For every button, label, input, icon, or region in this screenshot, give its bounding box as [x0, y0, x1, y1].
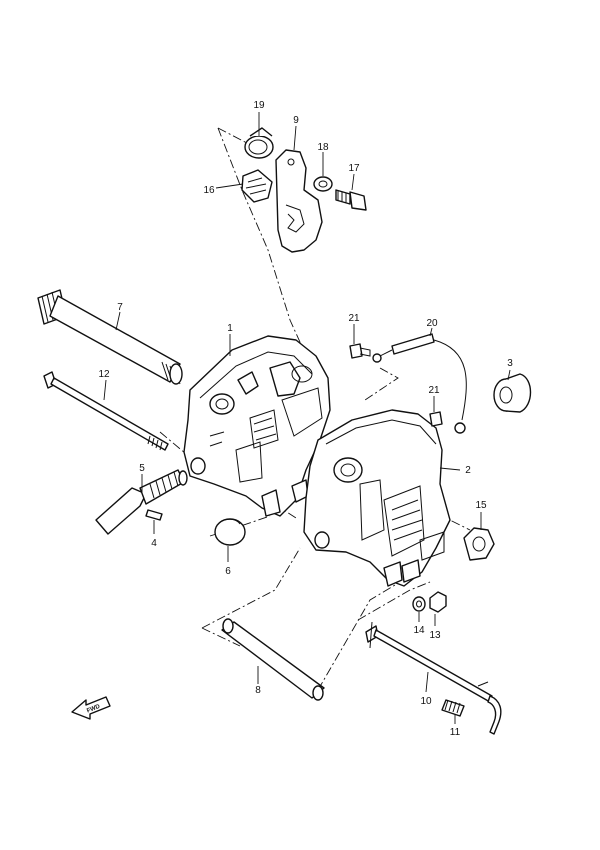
callout-19: 19 [253, 100, 265, 111]
callout-labels: 19 9 18 17 16 7 1 21 20 3 12 21 2 5 15 4… [98, 100, 513, 738]
callout-9: 9 [293, 115, 299, 126]
part-7-tilt-bolt [37, 289, 183, 385]
part-21a-screw [349, 343, 371, 359]
callout-17: 17 [348, 163, 360, 174]
part-8-rod [221, 618, 325, 701]
callout-3: 3 [507, 358, 513, 369]
callout-16: 16 [203, 185, 215, 196]
part-13-nut [429, 591, 447, 613]
part-17-screw [335, 189, 367, 211]
callout-15: 15 [475, 500, 487, 511]
part-18-washer [313, 176, 333, 192]
part-15-nut [463, 527, 495, 561]
part-3-bushing [493, 373, 532, 413]
fwd-arrow-icon: FWD [71, 696, 111, 720]
callout-5: 5 [139, 463, 145, 474]
callout-21b: 21 [428, 385, 440, 396]
callout-18: 18 [317, 142, 329, 153]
callout-8: 8 [255, 685, 261, 696]
part-4-pin [145, 509, 163, 521]
part-2-clamp-bracket [303, 409, 451, 587]
part-12-long-bolt [43, 371, 169, 451]
part-1-clamp-bracket [183, 335, 331, 517]
part-21b-screw [429, 411, 443, 427]
leader-lines [103, 112, 511, 724]
callout-13: 13 [429, 630, 441, 641]
part-10-tilt-rod [365, 621, 502, 735]
part-6-cap [214, 518, 246, 546]
callout-1: 1 [227, 323, 233, 334]
part-14-washer [412, 596, 426, 612]
fwd-label: FWD [86, 703, 102, 714]
callout-21a: 21 [348, 313, 360, 324]
callout-2: 2 [465, 465, 471, 476]
callout-4: 4 [151, 538, 157, 549]
part-11-spring [441, 699, 465, 717]
callout-20: 20 [426, 318, 438, 329]
callout-12: 12 [98, 369, 110, 380]
callout-11: 11 [450, 727, 461, 738]
part-9-lever [275, 149, 323, 253]
callout-6: 6 [225, 566, 231, 577]
callout-10: 10 [420, 696, 432, 707]
part-16-pad [241, 169, 273, 203]
callout-14: 14 [413, 625, 425, 636]
part-5-lock-handle [95, 469, 188, 535]
part-20-ground-wire [372, 333, 467, 434]
callout-7: 7 [117, 302, 123, 313]
